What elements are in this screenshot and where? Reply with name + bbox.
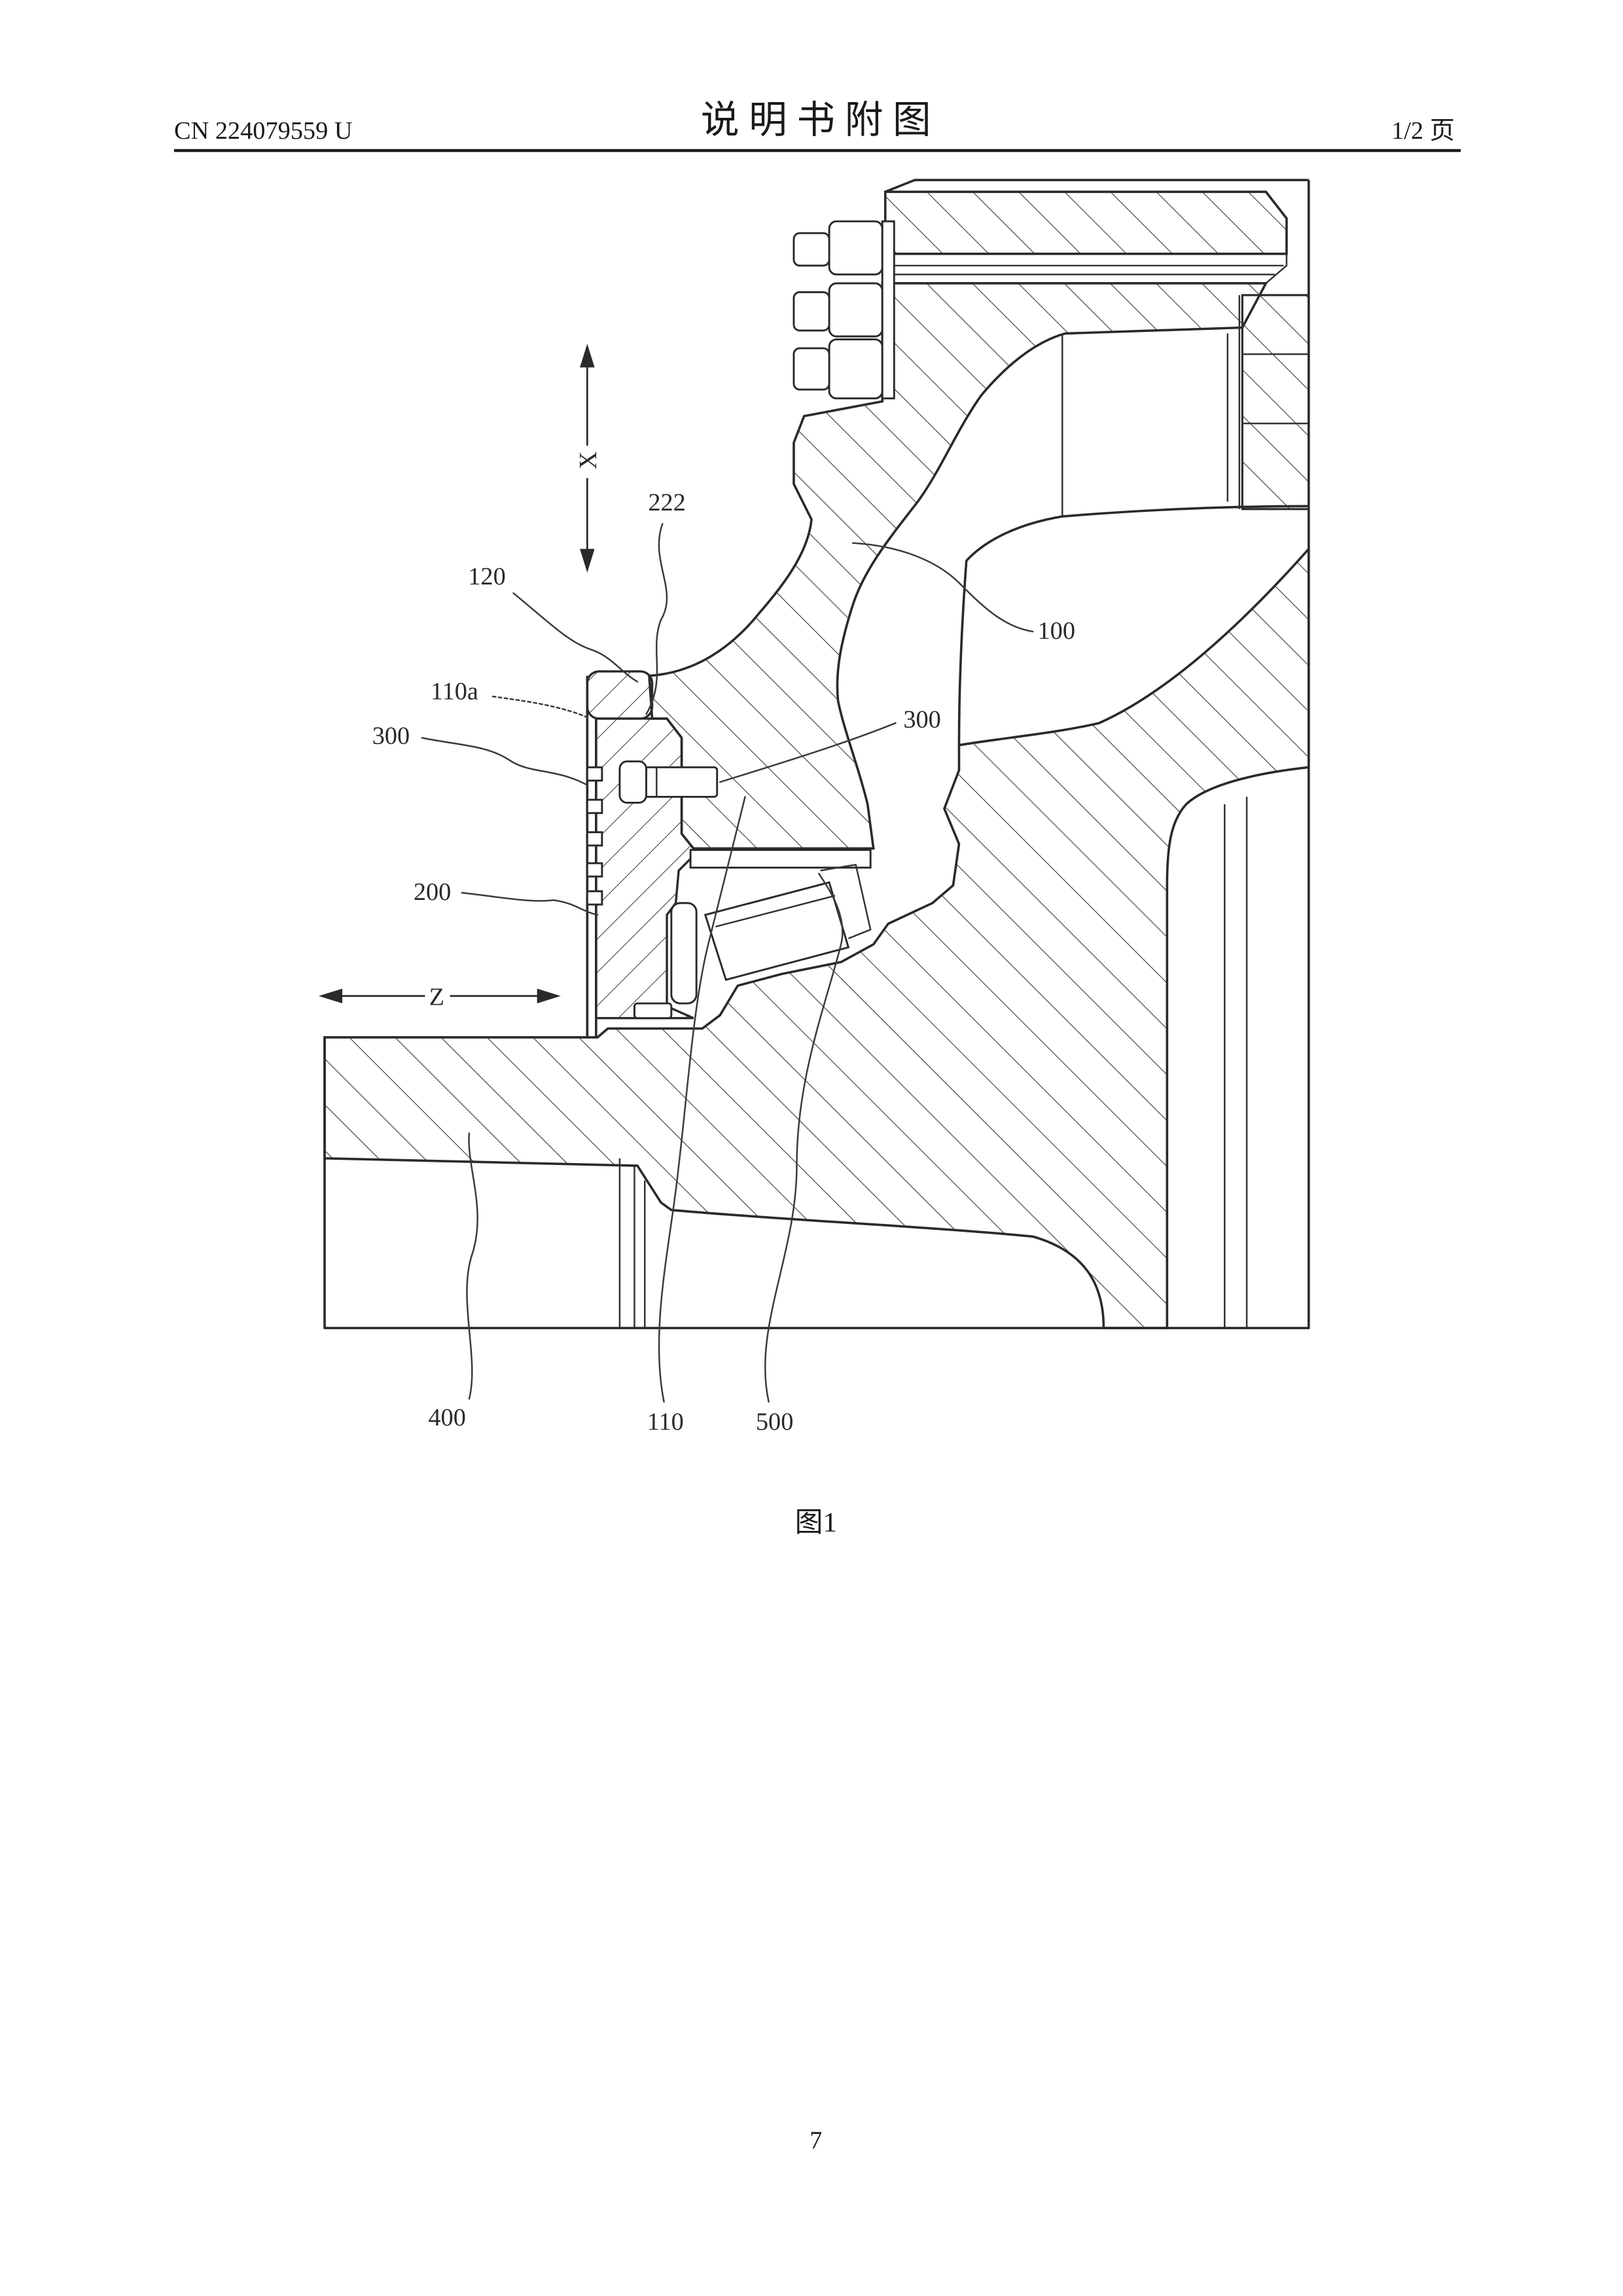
figure-caption: 图1 [795,1507,837,1538]
label-200: 200 [414,878,451,906]
flange-section [885,192,1287,254]
bolt-300 [620,761,717,802]
label-500: 500 [756,1408,793,1436]
label-400: 400 [428,1404,465,1431]
document-number: CN 224079559 U [174,117,352,145]
label-300-right: 300 [903,706,940,733]
bolt-110 [634,1003,671,1018]
label-300-left: 300 [372,722,410,749]
label-222: 222 [648,489,685,516]
axis-label-x: X [575,452,602,470]
axis-label-z: Z [429,983,444,1011]
seal-ring [671,903,696,1003]
label-110: 110 [647,1408,684,1436]
bolt-nut-stack [794,221,894,399]
cap-section-120 [587,672,652,719]
sheet-number: 1/2 页 [1391,117,1455,145]
right-top-strip [1242,295,1308,509]
page-number: 7 [810,2127,822,2155]
label-120: 120 [468,563,505,590]
page-title: 说 明 书 附 图 [701,99,931,141]
label-110a: 110a [431,678,478,706]
label-100: 100 [1038,617,1075,645]
